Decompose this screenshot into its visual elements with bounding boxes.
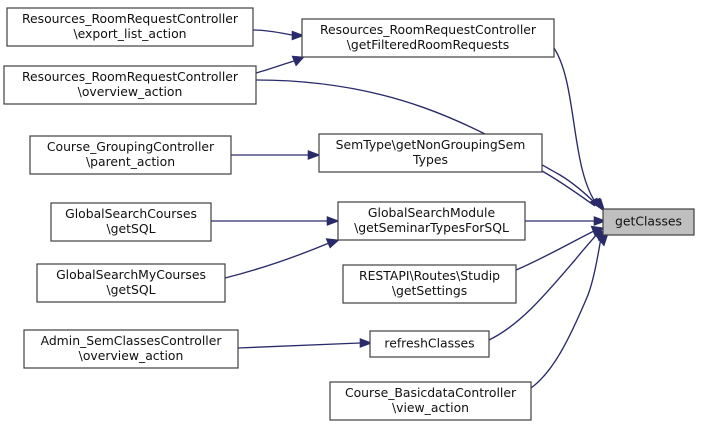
node-box[interactable] <box>6 7 254 47</box>
node-box[interactable] <box>602 208 695 236</box>
arrowhead-icon <box>326 216 340 226</box>
node-label-line: \getFilteredRoomRequests <box>347 37 510 52</box>
node-label-line: GlobalSearchModule <box>368 205 495 220</box>
node-label-line: \getSettings <box>392 283 467 298</box>
node-label-line: Course_BasicdataController <box>345 385 517 400</box>
node-box[interactable] <box>23 329 239 369</box>
arrowhead-icon <box>325 238 340 249</box>
graph-node-n6[interactable]: GlobalSearchModule\getSeminarTypesForSQL <box>337 201 526 241</box>
graph-node-n7[interactable]: getClasses <box>602 208 695 236</box>
graph-node-n3[interactable]: Course_GroupingController\parent_action <box>29 135 232 175</box>
node-box[interactable] <box>50 202 212 242</box>
node-box[interactable] <box>29 135 232 175</box>
graph-node-n2[interactable]: Resources_RoomRequestController\overview… <box>3 65 257 105</box>
graph-node-n9[interactable]: RESTAPI\Routes\Studip\getSettings <box>342 264 517 304</box>
node-label-line: GlobalSearchMyCourses <box>56 267 206 282</box>
graph-node-n12[interactable]: Course_BasicdataController\view_action <box>329 381 532 421</box>
arrowhead-icon <box>593 216 607 226</box>
node-label-line: \overview_action <box>79 348 184 363</box>
node-label-line: \export_list_action <box>73 26 186 41</box>
graph-node-n1[interactable]: Resources_RoomRequestController\getFilte… <box>301 18 555 58</box>
graph-node-n8[interactable]: GlobalSearchMyCourses\getSQL <box>36 263 226 303</box>
node-box[interactable] <box>3 65 257 105</box>
call-edge-n10-to-n11 <box>237 342 361 349</box>
arrowhead-icon <box>595 233 609 247</box>
node-box[interactable] <box>36 263 226 303</box>
arrowhead-icon <box>291 30 305 41</box>
node-label-line: Resources_RoomRequestController <box>22 11 239 26</box>
call-edge-n9-to-n7 <box>515 230 595 271</box>
node-box[interactable] <box>301 18 555 58</box>
call-edge-n11-to-n7 <box>488 232 599 341</box>
call-edge-n2-to-n1 <box>255 60 295 74</box>
node-box[interactable] <box>342 264 517 304</box>
graph-node-n11[interactable]: refreshClasses <box>369 330 490 358</box>
node-box[interactable] <box>337 201 526 241</box>
arrowhead-icon <box>307 150 321 160</box>
node-label-line: refreshClasses <box>384 336 474 351</box>
node-label-line: RESTAPI\Routes\Studip <box>359 268 500 283</box>
arrowhead-icon <box>359 338 373 348</box>
node-label-line: \overview_action <box>78 84 183 99</box>
call-edge-n12-to-n7 <box>530 237 602 389</box>
node-label-line: Types <box>412 152 448 167</box>
node-label-line: Resources_RoomRequestController <box>320 22 537 37</box>
call-edge-n1-to-n7 <box>553 47 599 207</box>
node-label-line: \getSQL <box>106 282 155 297</box>
arrowhead-icon <box>291 55 305 67</box>
node-label-line: getClasses <box>615 214 682 229</box>
node-label-line: \parent_action <box>86 154 175 169</box>
node-label-line: GlobalSearchCourses <box>65 206 197 221</box>
call-edge-n0-to-n1 <box>252 29 293 36</box>
node-box[interactable] <box>329 381 532 421</box>
graph-node-n5[interactable]: GlobalSearchCourses\getSQL <box>50 202 212 242</box>
graph-node-n0[interactable]: Resources_RoomRequestController\export_l… <box>6 7 254 47</box>
call-edge-n8-to-n6 <box>224 242 330 279</box>
node-box[interactable] <box>318 133 543 173</box>
graph-node-n10[interactable]: Admin_SemClassesController\overview_acti… <box>23 329 239 369</box>
node-label-line: \getSeminarTypesForSQL <box>354 220 509 235</box>
nodes-layer: Resources_RoomRequestController\export_l… <box>3 7 695 421</box>
node-label-line: Admin_SemClassesController <box>41 333 223 348</box>
node-box[interactable] <box>369 330 490 358</box>
node-label-line: Resources_RoomRequestController <box>22 69 239 84</box>
call-edge-n4-to-n7 <box>541 170 596 207</box>
node-label-line: \getSQL <box>106 221 155 236</box>
node-label-line: Course_GroupingController <box>47 139 215 154</box>
arrowhead-icon <box>589 197 604 211</box>
node-label-line: SemType\getNonGroupingSem <box>336 137 526 152</box>
node-label-line: \view_action <box>392 400 469 415</box>
